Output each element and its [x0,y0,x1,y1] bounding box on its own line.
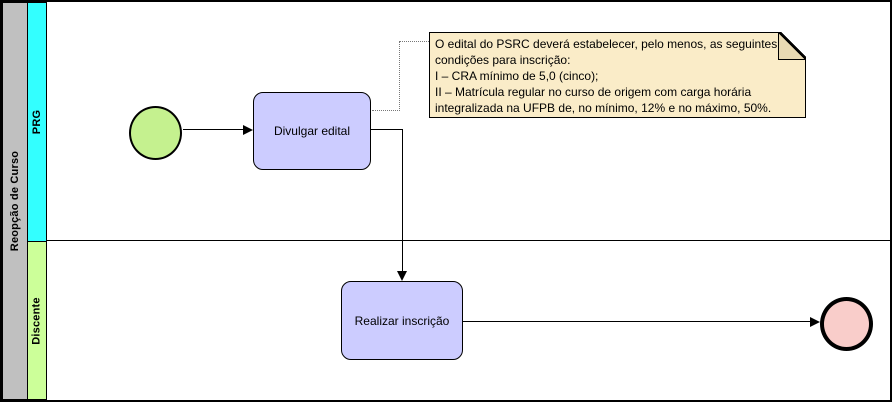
sequence-flow-divulgar-to-realizar [370,129,403,130]
note-folded-corner-icon [778,32,806,60]
pool-label: Reopção de Curso [9,150,22,252]
lane-header-prg[interactable]: PRG [27,2,47,242]
sequence-flow-divulgar-to-realizar [401,129,403,272]
task-divulgar-edital-label: Divulgar edital [273,124,351,138]
lane-divider [46,240,890,241]
lane-discente-label: Discente [31,296,44,345]
note-text-line: I – CRA mínimo de 5,0 (cinco); [435,69,599,83]
task-divulgar-edital[interactable]: Divulgar edital [253,92,371,170]
start-event[interactable] [129,106,182,160]
pool-header[interactable]: Reopção de Curso [2,2,28,400]
sequence-flow-start-to-divulgar [183,129,245,130]
lane-header-discente[interactable]: Discente [27,241,47,400]
association-line-segment [372,110,400,111]
task-realizar-inscricao[interactable]: Realizar inscrição [341,281,463,360]
task-realizar-inscricao-label: Realizar inscrição [354,313,450,328]
note-text-line: condições para inscrição: [435,53,571,67]
arrowhead-into-divulgar [243,125,253,135]
association-line-segment [400,41,429,42]
lane-prg-label: PRG [31,109,43,135]
association-line-segment [399,41,400,111]
note-text-line: integralizada na UFPB de, no mínimo, 12%… [435,101,772,115]
end-event[interactable] [820,297,873,351]
annotation-note[interactable]: O edital do PSRC deverá estabelecer, pel… [429,32,806,118]
arrowhead-into-end [810,317,820,327]
note-text-line: O edital do PSRC deverá estabelecer, pel… [435,37,778,51]
arrowhead-into-realizar [397,271,407,281]
sequence-flow-realizar-to-end [463,321,811,322]
note-text-line: II – Matrícula regular no curso de orige… [435,85,752,99]
